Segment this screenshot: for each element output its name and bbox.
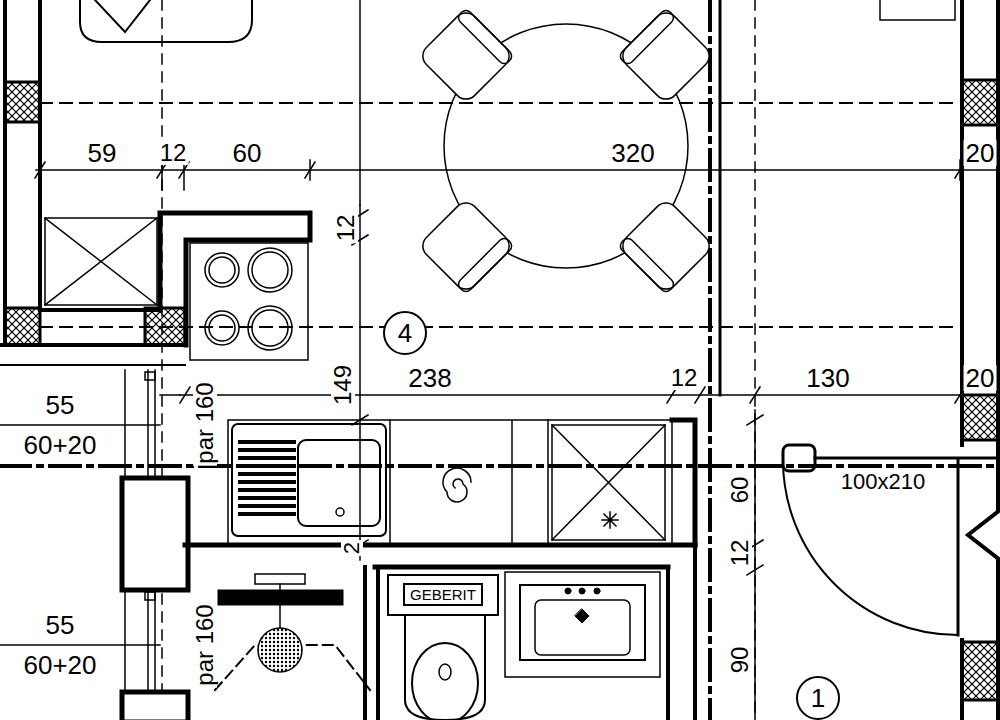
dimension-label: 20: [964, 140, 997, 166]
dimension-text: 100x210: [839, 471, 927, 493]
dimension-text: 60: [728, 475, 752, 506]
toilet: [388, 575, 498, 720]
axis-line: [0, 464, 1000, 468]
washbasin: [505, 572, 660, 677]
dimension-label: 12: [728, 538, 752, 569]
room-number-circle: 4: [383, 311, 427, 355]
dimension-label: 20: [964, 365, 997, 391]
dimension-label: 320: [609, 140, 656, 166]
room-line: [359, 0, 361, 205]
dimension-label: 59: [86, 140, 119, 166]
door: [783, 445, 1000, 635]
sofa: [80, 0, 252, 42]
dimension-label: 55: [44, 392, 77, 418]
kitchen-counter: [228, 420, 672, 545]
dimension-text: 149: [331, 363, 355, 407]
dimension-text: 55: [44, 392, 77, 418]
wall: [185, 420, 695, 720]
dimension-text: 320: [609, 140, 656, 166]
dimension-label: 90: [728, 645, 752, 676]
sink: [232, 424, 386, 536]
dimension-text: 60: [231, 140, 264, 166]
wall: [0, 0, 310, 365]
dimension-text: 20: [964, 140, 997, 166]
cabinet: [880, 0, 955, 20]
dimension-label: par 160: [193, 380, 217, 465]
dimension-line: [0, 160, 1000, 720]
cabinet: [45, 218, 157, 305]
dimension-label: 60+20: [21, 432, 98, 458]
dimension-label: 238: [406, 365, 453, 391]
dimension-text: 59: [86, 140, 119, 166]
dimension-label: 2: [341, 540, 363, 556]
dimension-text: 60+20: [21, 652, 98, 678]
window: [122, 370, 188, 720]
chair: [418, 8, 714, 294]
dimension-text: par 160: [193, 602, 217, 687]
hob: [190, 243, 308, 360]
dimension-text: 12: [669, 366, 700, 390]
dimension-label: 12: [158, 141, 189, 165]
dimension-label: 12: [669, 366, 700, 390]
axis-line: [40, 102, 960, 104]
axis-line: [708, 0, 712, 720]
dimension-text: 60+20: [21, 432, 98, 458]
dimension-label: 60+20: [21, 652, 98, 678]
dimension-label: 60: [231, 140, 264, 166]
dimension-text: 20: [964, 365, 997, 391]
node-text: GEBERIT: [410, 587, 476, 602]
dimension-label: par 160: [193, 602, 217, 687]
shower: [215, 574, 370, 690]
room-line: [719, 0, 722, 395]
dimension-text: 12: [728, 538, 752, 569]
dimension-text: 130: [804, 365, 851, 391]
axis-line: [754, 0, 756, 720]
room-number-circle: 1: [796, 676, 840, 720]
dimension-text: 90: [728, 645, 752, 676]
dimension-text: 2: [341, 540, 363, 556]
sofa: [95, 0, 150, 32]
dimension-label: 55: [44, 612, 77, 638]
dimension-text: 238: [406, 365, 453, 391]
brand-plate: GEBERIT: [403, 583, 483, 606]
dimension-label: 100x210: [839, 471, 927, 493]
axis-line: [161, 0, 163, 720]
node-text: 1: [811, 685, 825, 711]
dimension-label: 60: [728, 475, 752, 506]
dimension-label: 149: [331, 363, 355, 407]
wall: [962, 0, 1000, 720]
dimension-text: par 160: [193, 380, 217, 465]
node-text: 4: [398, 320, 412, 346]
dimension-label: 130: [804, 365, 851, 391]
dimension-text: 12: [334, 213, 358, 244]
dimension-text: 55: [44, 612, 77, 638]
dimension-text: 12: [158, 141, 189, 165]
dimension-label: 12: [334, 213, 358, 244]
